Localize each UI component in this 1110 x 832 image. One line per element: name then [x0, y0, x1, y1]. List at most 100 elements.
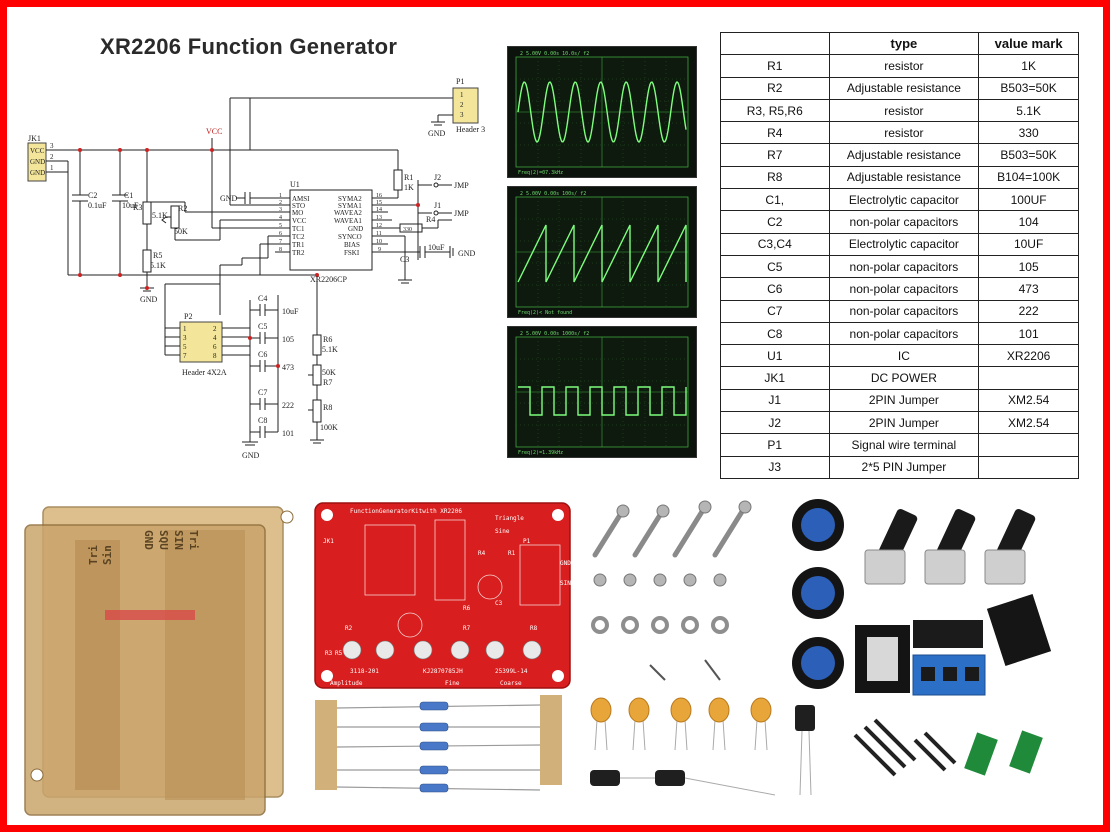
- pcb-label: P1: [523, 538, 531, 545]
- value-mark-cell: [978, 455, 1079, 479]
- u1-pin-number: 4: [279, 215, 282, 221]
- case-label: SIN: [172, 530, 185, 550]
- p2-pin: 5: [183, 343, 187, 351]
- component-cell: R1: [720, 54, 830, 78]
- type-cell: non-polar capacitors: [828, 321, 980, 346]
- u1-pin-name: SYNCO: [338, 233, 362, 241]
- type-cell: non-polar capacitors: [828, 210, 980, 234]
- u1-pin-number: 2: [279, 200, 282, 206]
- type-cell: Electrolytic capacitor: [828, 188, 980, 212]
- r2-label: R2: [178, 204, 187, 213]
- c7-value: 222: [282, 401, 294, 410]
- jk1-pin2: 2: [50, 153, 54, 161]
- p2-label: P2: [184, 312, 192, 321]
- case-label: Tri: [187, 530, 200, 550]
- value-mark-cell: 330: [978, 121, 1079, 145]
- pcb-label: JK1: [323, 538, 334, 545]
- pcb-label: Sine: [495, 528, 510, 535]
- u1-pin-number: 15: [376, 200, 382, 206]
- u1-pin-number: 14: [376, 207, 382, 213]
- scope-bottom-text: Freq(2)=1.39kHz: [518, 450, 563, 456]
- gnd-label-c8: GND: [242, 451, 260, 460]
- r6-label: R6: [323, 335, 332, 344]
- r3-label: R3: [133, 203, 142, 212]
- r7-label: R7: [323, 378, 332, 387]
- j1-jmp: JMP: [454, 209, 469, 218]
- p1-label: P1: [456, 77, 464, 86]
- component-cell: C6: [720, 277, 830, 301]
- u1-pin-name: TR2: [292, 249, 305, 257]
- jk1-vcc-label: VCC: [30, 147, 45, 155]
- table-header-row: type value mark: [720, 31, 1079, 56]
- c4-label: C4: [258, 294, 267, 303]
- pcb-knob-label: Amplitude: [330, 680, 363, 687]
- resistors: [315, 695, 562, 793]
- value-mark-cell: 1K: [978, 54, 1079, 78]
- value-mark-cell: XM2.54: [978, 388, 1079, 413]
- u1-pin-number: 9: [378, 247, 381, 253]
- value-mark-cell: XM2.54: [978, 411, 1079, 435]
- j2-jmp: JMP: [454, 181, 469, 190]
- u1-pin-name: BIAS: [344, 241, 360, 249]
- type-cell: 2PIN Jumper: [828, 388, 980, 413]
- type-cell: DC POWER: [828, 366, 980, 390]
- type-cell: non-polar capacitors: [828, 299, 980, 323]
- type-cell: non-polar capacitors: [828, 254, 980, 279]
- p2-pin: 6: [213, 343, 217, 351]
- u1-pin-name: TC2: [292, 233, 305, 241]
- r5-value: 5.1K: [150, 261, 166, 270]
- component-cell: R7: [720, 143, 830, 167]
- u1-pin-name: WAVEA2: [334, 209, 362, 217]
- type-cell: 2PIN Jumper: [828, 411, 980, 435]
- p2-pin: 4: [213, 334, 217, 342]
- case-label: SQU: [157, 530, 170, 550]
- p2-pin: 2: [213, 325, 217, 333]
- type-cell: Adjustable resistance: [828, 76, 980, 100]
- pcb-bottom-label: 3118-201: [350, 668, 379, 675]
- component-cell: C5: [720, 254, 830, 279]
- value-mark-cell: 101: [978, 321, 1079, 346]
- column-header: [720, 31, 830, 56]
- value-mark-cell: 104: [978, 210, 1079, 234]
- scope-top-text: 2 5.00V 0.00s 100s/ f2: [520, 191, 586, 197]
- u1-pin-name: TC1: [292, 225, 305, 233]
- page-title: XR2206 Function Generator: [100, 34, 398, 59]
- u1-pin-number: 5: [279, 223, 282, 229]
- sawtooth-trace: [517, 224, 687, 283]
- pcb-knob-label: Coarse: [500, 680, 522, 687]
- value-mark-cell: B503=50K: [978, 143, 1079, 167]
- c5-value: 105: [282, 335, 294, 344]
- gnd-label-r5: GND: [140, 295, 158, 304]
- c8-label: C8: [258, 416, 267, 425]
- pcb-knob-label: Fine: [445, 680, 460, 687]
- type-cell: 2*5 PIN Jumper: [828, 455, 980, 479]
- pcb-label: Triangle: [495, 515, 524, 522]
- kit-components-photo: GND SQU SIN Tri Tri Sin FunctionGenerato…: [24, 499, 1052, 816]
- c8-value: 101: [282, 429, 294, 438]
- p1-part: Header 3: [456, 125, 485, 134]
- type-cell: Signal wire terminal: [828, 433, 980, 457]
- scope-screen: 2 5.00V 0.00s 1000s/ f2 Freq(2)=1.39kHz: [515, 331, 689, 456]
- component-cell: C2: [720, 210, 830, 234]
- c6-value: 473: [282, 363, 294, 372]
- value-mark-cell: 222: [978, 299, 1079, 323]
- component-cell: JK1: [720, 366, 830, 390]
- p2-pin: 7: [183, 352, 187, 360]
- component-cell: J2: [720, 411, 830, 435]
- component-cell: J1: [720, 388, 830, 413]
- pcb-label: R6: [463, 605, 471, 612]
- u1-part: XR2206CP: [310, 275, 347, 284]
- c5-label: C5: [258, 322, 267, 331]
- component-cell: R8: [720, 165, 830, 190]
- u1-label: U1: [290, 180, 300, 189]
